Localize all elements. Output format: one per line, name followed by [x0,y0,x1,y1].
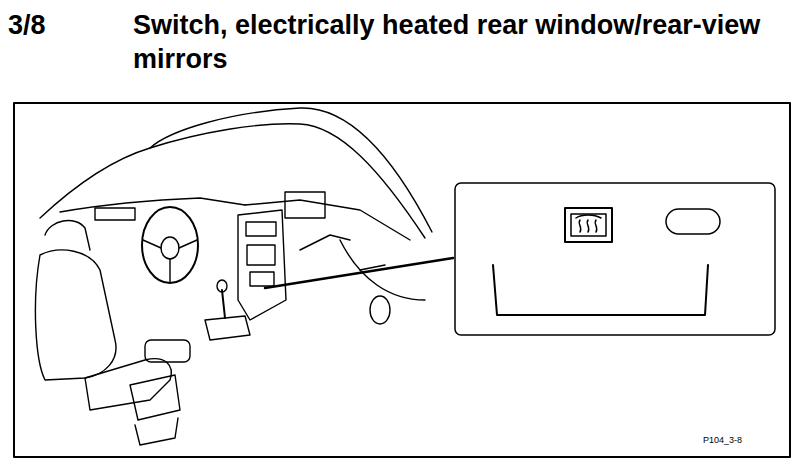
switch-panel-inset [455,183,775,335]
dashboard-top [40,124,425,238]
figure-reference: P104_3-8 [702,435,743,446]
vent [95,208,135,220]
section-number: 3/8 [8,8,46,42]
steering-hub [161,237,179,259]
door-trim [300,235,385,270]
oval-button [666,209,720,234]
car-interior [35,108,432,445]
inset-panel [455,183,775,335]
rear-console [135,418,178,445]
heat-waves [579,220,597,232]
display [285,192,325,218]
switch-panel [250,272,274,286]
seat-back [35,250,116,380]
gear-boot [205,316,250,340]
picture-frame [14,103,790,457]
switch-button [565,208,612,242]
dash-edge [245,200,410,240]
rear-window-symbol [576,215,601,218]
gear-knob [217,280,227,292]
steering-wheel [142,207,198,283]
armrest [145,340,190,362]
vent [246,222,276,236]
radio [247,245,275,265]
dash-edge [60,198,245,212]
drawing [14,103,790,457]
leader-line [265,258,453,288]
rear-console [130,375,180,420]
headrest [45,221,90,250]
seat-cushion [85,359,171,410]
windshield [150,108,432,232]
gear-lever [222,290,225,318]
switch-symbol-frame [571,214,606,236]
title: Switch, electrically heated rear window/… [133,8,773,76]
speaker [370,296,390,324]
panel-bracket [493,265,708,315]
centre-console [238,210,286,320]
steering-spokes [143,240,197,282]
